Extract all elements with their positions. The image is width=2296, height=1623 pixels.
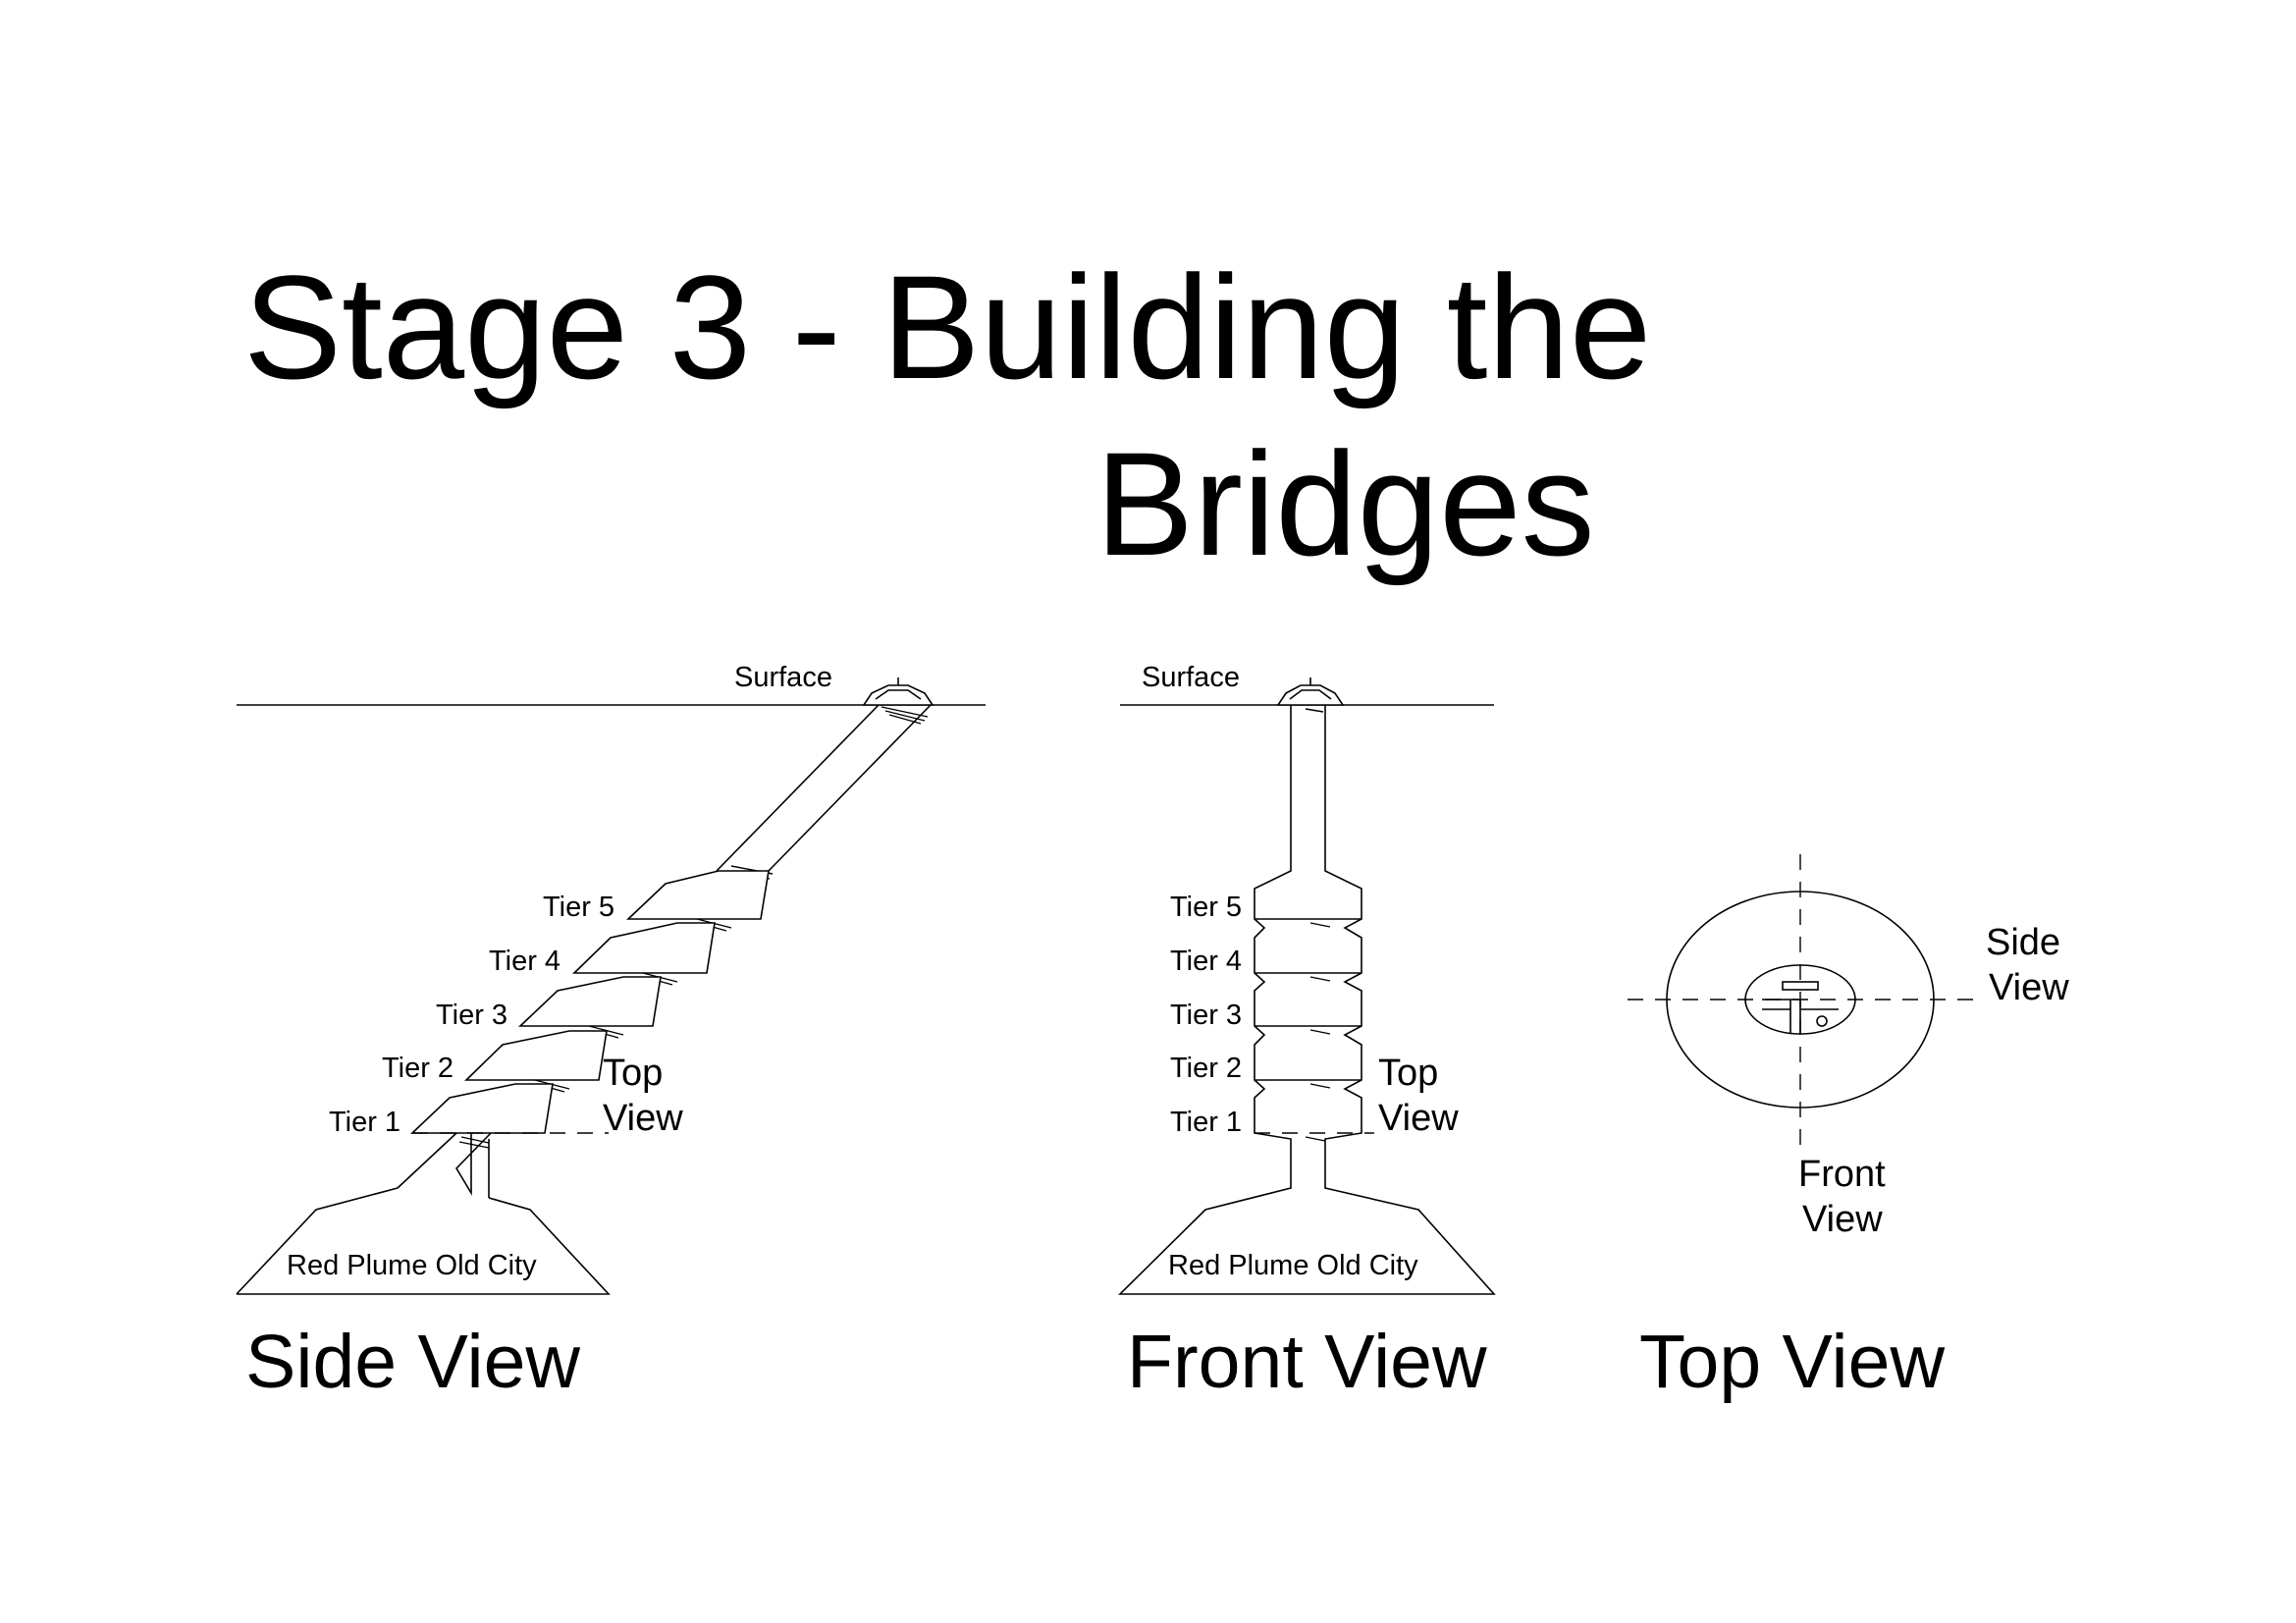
front-top-view-label-2: View xyxy=(1378,1098,1459,1139)
side-shaft-top-hatch xyxy=(881,706,929,725)
top-inner-dot xyxy=(1816,1015,1828,1027)
side-top-view-label-1: Top xyxy=(603,1053,663,1094)
side-tier-1-label: Tier 1 xyxy=(329,1107,400,1138)
front-hatches xyxy=(1305,708,1331,1142)
side-tier-4 xyxy=(572,922,716,974)
side-tier-2 xyxy=(464,1030,608,1081)
front-view-caption: Front View xyxy=(1127,1320,1487,1404)
side-surface-dome-inner xyxy=(875,689,922,700)
top-view-diagram xyxy=(1628,854,1975,1147)
side-shaft-left-wall xyxy=(716,704,880,872)
front-top-view-label-1: Top xyxy=(1378,1053,1438,1094)
side-top-view-label-2: View xyxy=(603,1098,683,1139)
side-lower-hatch xyxy=(458,1136,490,1149)
front-surface-dome-inner xyxy=(1289,689,1332,700)
side-tier-3 xyxy=(517,976,662,1027)
front-tier-1-label: Tier 1 xyxy=(1170,1107,1242,1138)
front-shaft-outline xyxy=(1118,705,1496,1295)
side-tier-3-label: Tier 3 xyxy=(436,1000,507,1031)
side-lower-shaft-inner xyxy=(454,1132,492,1196)
top-inner-bar xyxy=(1782,981,1819,991)
front-surface-dome xyxy=(1276,684,1345,706)
side-tier-1 xyxy=(409,1083,554,1134)
title-line-2: Bridges xyxy=(1095,421,1595,586)
front-tier-4-label: Tier 4 xyxy=(1170,946,1242,977)
side-city-mound xyxy=(236,1187,611,1295)
top-front-view-label-1: Front xyxy=(1798,1154,1886,1195)
side-tier-5-label: Tier 5 xyxy=(543,892,614,923)
front-tier-3-label: Tier 3 xyxy=(1170,1000,1242,1031)
front-city-label: Red Plume Old City xyxy=(1168,1250,1418,1281)
front-surface-label: Surface xyxy=(1142,662,1240,693)
top-side-view-label-2: View xyxy=(1989,967,2069,1008)
side-tier-2-label: Tier 2 xyxy=(382,1053,454,1084)
top-front-view-label-2: View xyxy=(1802,1199,1883,1240)
top-side-view-label-1: Side xyxy=(1986,922,2060,963)
side-city-label: Red Plume Old City xyxy=(287,1250,537,1281)
side-view-caption: Side View xyxy=(245,1320,580,1404)
front-view-diagram xyxy=(1118,677,1496,1295)
front-tier-5-label: Tier 5 xyxy=(1170,892,1242,923)
front-tier-2-label: Tier 2 xyxy=(1170,1053,1242,1084)
side-surface-dome xyxy=(862,684,934,706)
side-shaft-right-wall xyxy=(768,704,932,872)
top-view-caption: Top View xyxy=(1639,1320,1945,1404)
side-surface-label: Surface xyxy=(734,662,832,693)
side-view-diagram xyxy=(236,677,986,1295)
side-tier-4-label: Tier 4 xyxy=(489,946,561,977)
side-tier-5 xyxy=(625,870,770,920)
title-line-1: Stage 3 - Building the xyxy=(243,244,1651,409)
side-lower-shaft-left xyxy=(397,1132,457,1189)
